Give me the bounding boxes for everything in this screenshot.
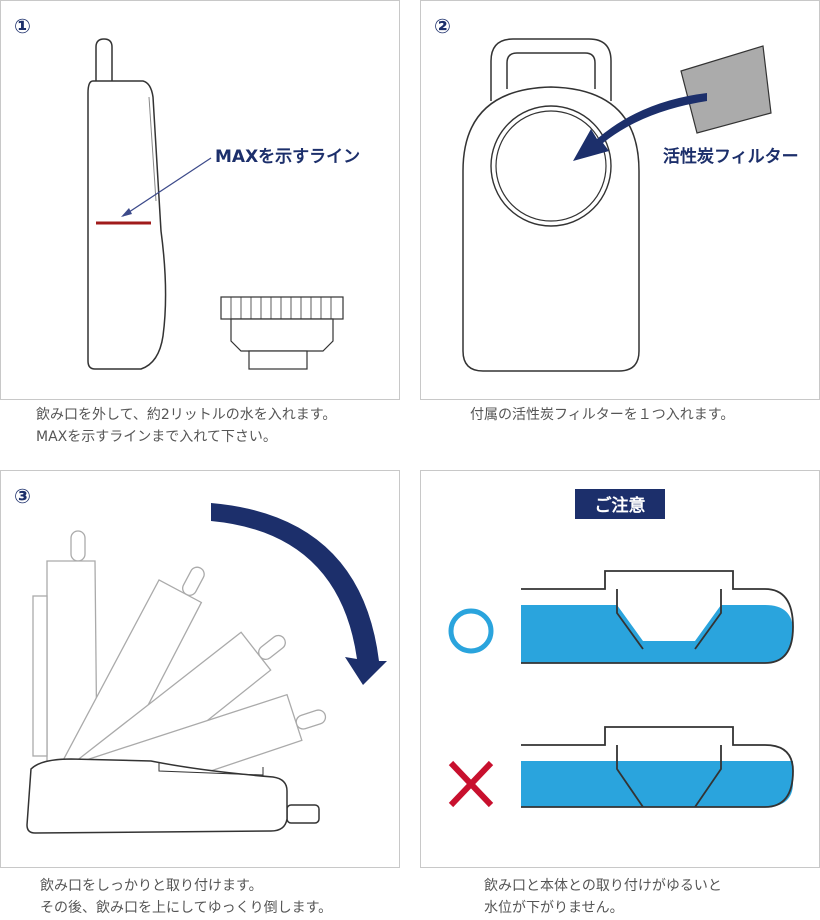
- filter-label: 活性炭フィルター: [663, 146, 799, 167]
- caution-diagram: ご注意: [448, 489, 794, 808]
- step-1-panel: ① MAXを示すライン: [0, 0, 400, 400]
- laid-down-bottle: [26, 758, 320, 834]
- correct-fit-diagram: [521, 570, 794, 664]
- step-3-diagram: ③: [14, 484, 387, 834]
- caution-caption: 飲み口と本体との取り付けがゆるいと 水位が下がりません。: [484, 875, 722, 919]
- step-1-caption: 飲み口を外して、約2リットルの水を入れます。 MAXを示すラインまで入れて下さい…: [36, 404, 336, 448]
- step-2-number: ②: [434, 14, 451, 38]
- arrow-head-icon: [121, 208, 132, 217]
- caution-caption-line-2: 水位が下がりません。: [484, 900, 624, 916]
- step-2-diagram: ② 活性炭フィルター: [434, 14, 799, 372]
- drink-cap: [220, 296, 344, 370]
- step-3-panel: ③: [0, 470, 400, 868]
- caution-badge: [575, 489, 665, 519]
- step-1-diagram: ① MAXを示すライン: [14, 14, 360, 370]
- step-3-number: ③: [14, 484, 31, 508]
- step-1-number: ①: [14, 14, 31, 38]
- step-3-caption-line-1: 飲み口をしっかりと取り付けます。: [40, 878, 263, 894]
- step-2-caption: 付属の活性炭フィルターを１つ入れます。: [470, 404, 734, 426]
- bottle-top-view: [462, 38, 640, 372]
- step-3-caption-line-2: その後、飲み口を上にしてゆっくり倒します。: [40, 900, 333, 916]
- loose-fit-diagram: [521, 726, 794, 808]
- caution-caption-line-1: 飲み口と本体との取り付けがゆるいと: [484, 878, 722, 894]
- max-pointer-line: [122, 157, 212, 217]
- step-1-caption-line-2: MAXを示すラインまで入れて下さい。: [36, 429, 277, 445]
- caution-badge-label: ご注意: [595, 495, 646, 516]
- max-line-label: MAXを示すライン: [215, 147, 360, 167]
- circle-icon: [448, 608, 494, 654]
- cross-icon: [448, 760, 494, 808]
- bottle-outline: [87, 38, 167, 370]
- filter-pack: [680, 45, 772, 134]
- caution-panel: ご注意: [420, 470, 820, 868]
- rotate-arrow-icon: [211, 503, 387, 685]
- step-2-caption-line-1: 付属の活性炭フィルターを１つ入れます。: [470, 407, 735, 423]
- step-2-panel: ② 活性炭フィルター: [420, 0, 820, 400]
- insert-arrow-icon: [573, 93, 707, 161]
- step-3-caption: 飲み口をしっかりと取り付けます。 その後、飲み口を上にしてゆっくり倒します。: [40, 875, 332, 919]
- step-1-caption-line-1: 飲み口を外して、約2リットルの水を入れます。: [36, 407, 337, 423]
